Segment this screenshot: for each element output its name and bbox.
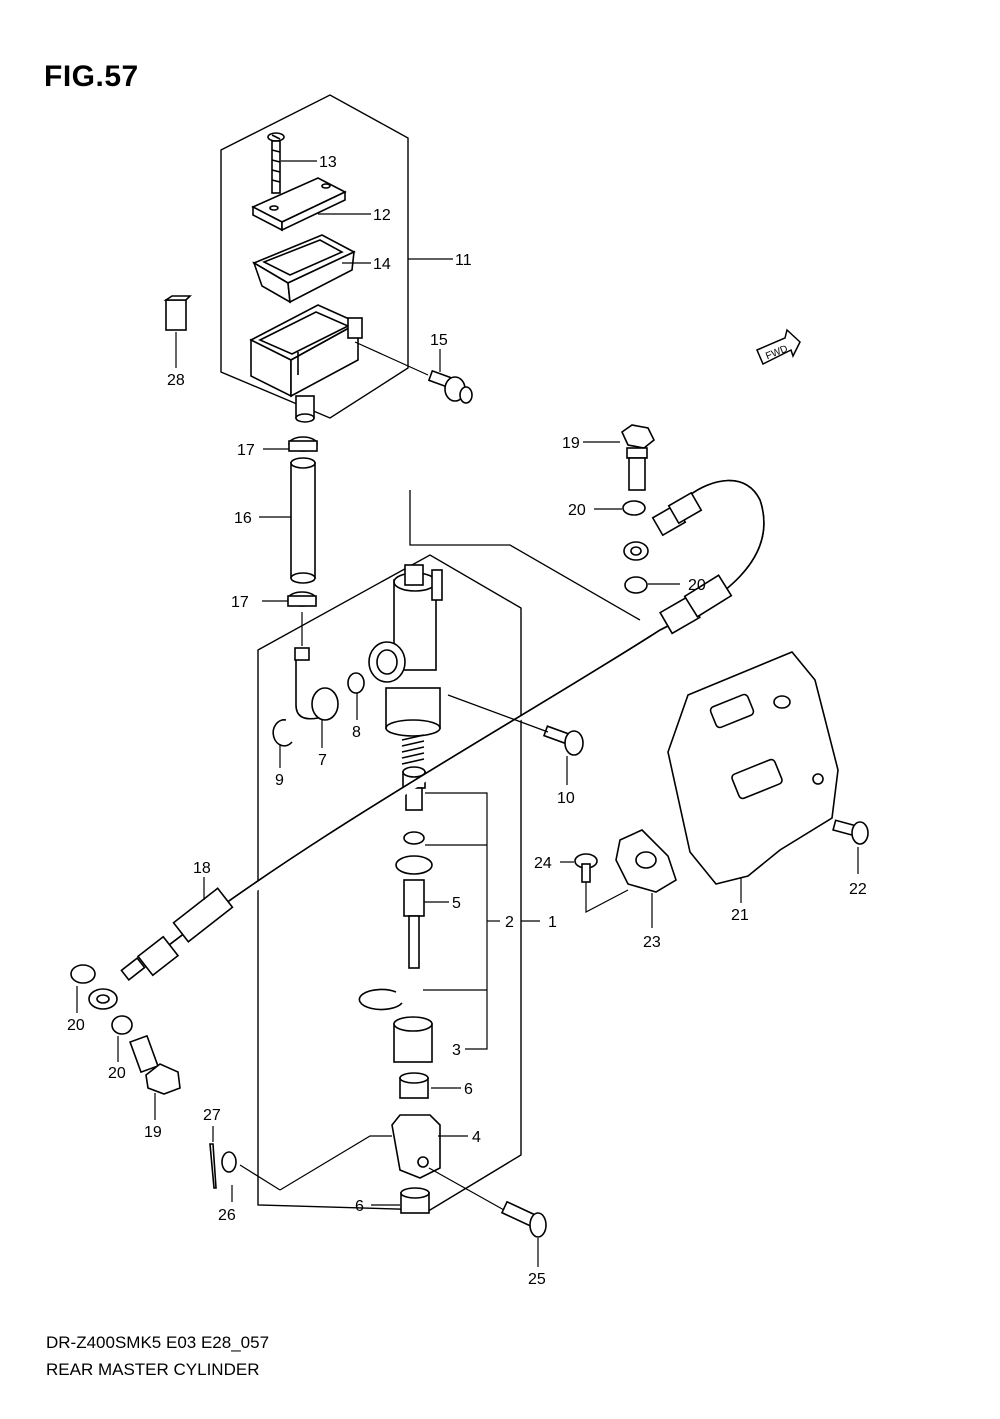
callout-numbers: 13 12 14 11 15 28 17 16 17 7 8 9 10 5 2 …: [67, 154, 867, 1288]
warning-label: [163, 295, 192, 331]
callout-20-left-2: 20: [108, 1065, 126, 1082]
reservoir-cap-screw: [267, 132, 285, 194]
callout-2: 2: [505, 914, 514, 931]
callout-6-lower: 6: [355, 1198, 364, 1215]
callout-17-upper: 17: [237, 442, 255, 459]
reservoir-diaphragm: [252, 234, 356, 304]
figure-title: FIG.57: [44, 60, 139, 93]
hose-connector: [294, 647, 339, 721]
union-bolt-lower: [129, 1034, 181, 1095]
callout-20-upper: 20: [568, 502, 586, 519]
callout-17-lower: 17: [231, 594, 249, 611]
callout-19-lower: 19: [144, 1124, 162, 1141]
callout-23: 23: [643, 934, 661, 951]
fwd-arrow-icon: FWD: [756, 328, 801, 366]
push-rod-clevis: [391, 1114, 441, 1179]
callout-3: 3: [452, 1042, 461, 1059]
leader-lines: [76, 160, 859, 1267]
callout-12: 12: [373, 207, 391, 224]
callout-21: 21: [731, 907, 749, 924]
callout-20-middle: 20: [688, 577, 706, 594]
callout-4: 4: [472, 1129, 481, 1146]
guard-bolt: [832, 819, 869, 845]
reservoir-body: [249, 304, 363, 423]
connector-o-ring: [347, 672, 365, 694]
callout-25: 25: [528, 1271, 546, 1288]
diagram-caption: REAR MASTER CYLINDER: [46, 1360, 260, 1379]
gasket-washer-1: [622, 500, 646, 516]
callout-5: 5: [452, 895, 461, 912]
piston-circlip: [358, 988, 403, 1011]
callout-1: 1: [548, 914, 557, 931]
master-cylinder-body: [368, 564, 443, 737]
callout-10: 10: [557, 790, 575, 807]
union-bolt-upper: [620, 424, 656, 491]
dust-boot: [393, 1016, 433, 1063]
callout-22: 22: [849, 881, 867, 898]
master-cylinder-box: [257, 554, 522, 1211]
callout-16: 16: [234, 510, 252, 527]
reservoir-cap-plate: [251, 177, 347, 232]
piston-spring: [401, 734, 425, 765]
bracket-screw: [574, 853, 598, 883]
clevis-washer: [221, 1151, 237, 1173]
callout-13: 13: [319, 154, 337, 171]
reservoir-hose: [290, 457, 316, 584]
callout-27: 27: [203, 1107, 221, 1124]
callout-28: 28: [167, 372, 185, 389]
callout-26: 26: [218, 1207, 236, 1224]
callout-18: 18: [193, 860, 211, 877]
gasket-washer-2: [624, 576, 648, 594]
piston-washer: [395, 855, 433, 875]
callout-8: 8: [352, 724, 361, 741]
callout-6-upper: 6: [464, 1081, 473, 1098]
primary-cup: [403, 831, 425, 845]
clevis-pin: [500, 1200, 547, 1238]
master-cylinder-guard: [667, 651, 839, 885]
hose-clamp-upper: [288, 436, 318, 452]
lock-nut-lower: [400, 1187, 430, 1214]
connector-circlip: [272, 719, 293, 747]
hose-group-bracket: [409, 490, 641, 621]
callout-7: 7: [318, 752, 327, 769]
guard-bracket: [615, 829, 677, 893]
callout-19-upper: 19: [562, 435, 580, 452]
callout-11: 11: [455, 252, 472, 269]
hose-clamp-lower: [287, 591, 317, 607]
reservoir-assembly-box: [220, 94, 409, 419]
gasket-washer-3: [70, 964, 96, 984]
callout-20-left-1: 20: [67, 1017, 85, 1034]
piston-rod: [403, 879, 425, 969]
callout-24: 24: [534, 855, 552, 872]
cotter-pin: [209, 1143, 217, 1189]
lock-nut-upper: [399, 1072, 429, 1099]
brake-hose: [88, 479, 765, 1010]
reservoir-mount-bolt: [427, 369, 473, 404]
cylinder-mount-bolt: [542, 725, 584, 756]
callout-15: 15: [430, 332, 448, 349]
gasket-washer-4: [111, 1015, 133, 1035]
callout-14: 14: [373, 256, 391, 273]
model-code: DR-Z400SMK5 E03 E28_057: [46, 1333, 270, 1352]
callout-9: 9: [275, 772, 284, 789]
